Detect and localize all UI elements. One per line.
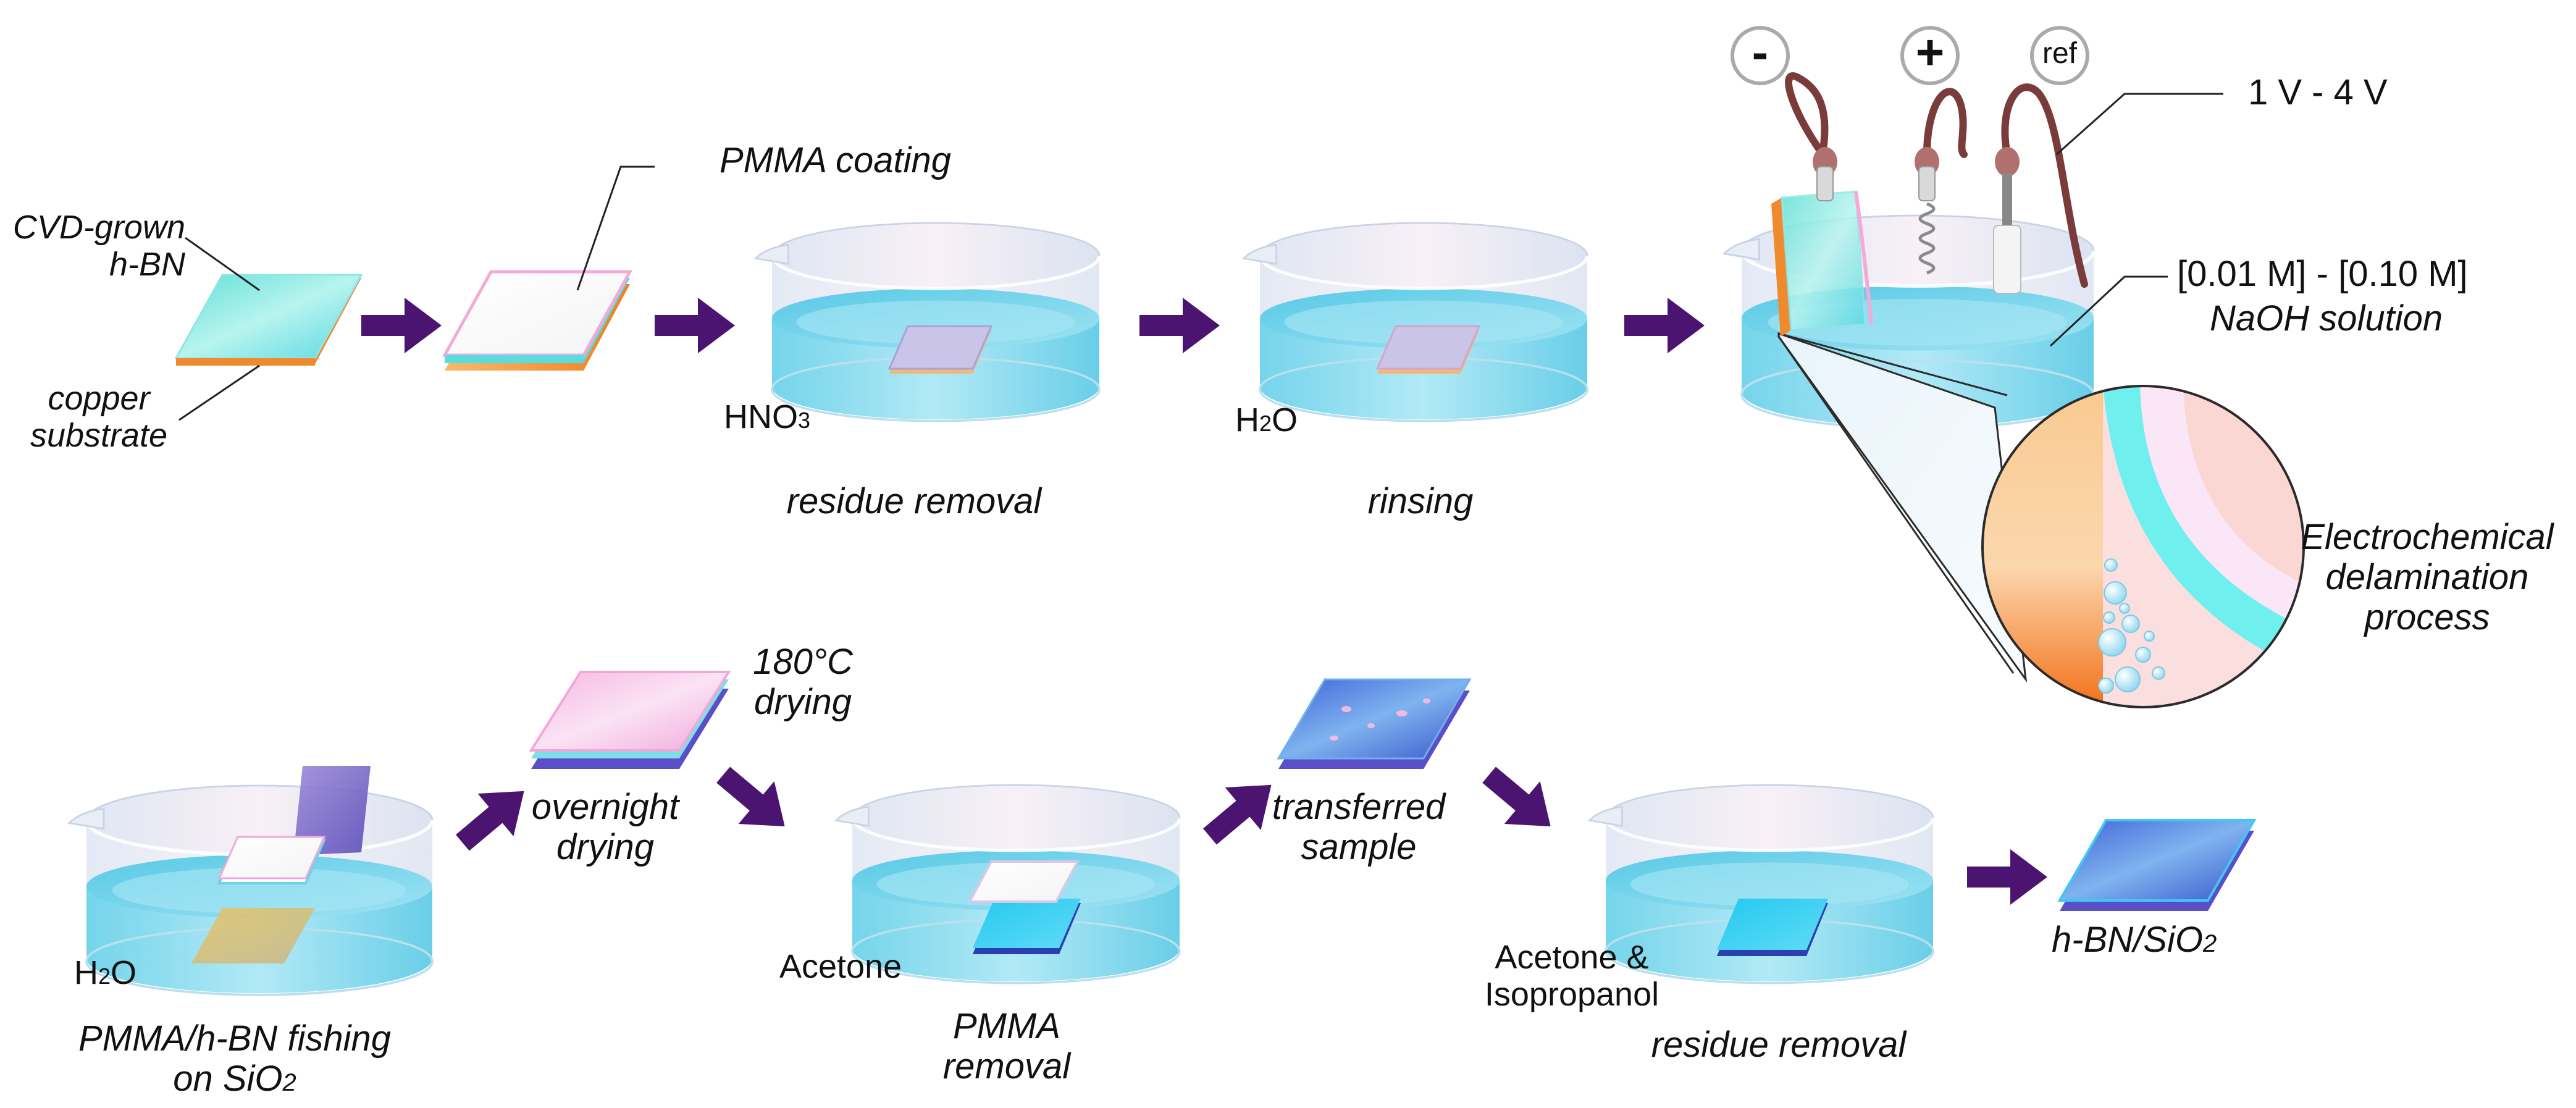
label-naoh: NaOH solution [2210,298,2443,338]
label-transferred-sample: transferred sample [1260,787,1458,868]
label-rinsing: rinsing [1367,481,1474,521]
label-overnight-drying: overnight drying [513,787,698,868]
final-text: h-BN/SiO [2052,920,2203,960]
acetone-iso-line2: Isopropanol [1484,976,1659,1014]
label-cvd-grown: CVD-grown h-BN [12,209,185,283]
label-pmma-coating: PMMA coating [720,140,951,180]
clip-minus [1813,147,1837,201]
label-acetone: Acetone [779,948,902,985]
fishing-line1: PMMA/h-BN fishing [78,1018,392,1059]
label-molarity: [0.01 M] - [0.10 M] [2177,254,2468,294]
sample-in-hno3 [887,325,993,374]
leader-copper [178,364,260,421]
label-minus: - [1752,25,1769,80]
arrow-2 [655,298,735,353]
label-acetone-isopropanol: Acetone & Isopropanol [1482,939,1661,1014]
sample-in-h2o [1375,325,1481,374]
label-voltage: 1 V - 4 V [2248,72,2388,112]
label-h2o-top: H2O [1235,401,1298,439]
fishing-subscript: 2 [282,1068,296,1096]
hno3-text: HNO [724,398,798,435]
leader-pmma [576,166,655,291]
fishing-samples [191,766,371,963]
wire-minus [1785,72,1829,161]
h2o-bot-o: O [111,954,137,991]
label-residue-removal-1: residue removal [786,481,1042,521]
pmma-removal-line2: removal [942,1046,1071,1086]
label-electrochemical: Electrochemical delamination process [2285,517,2569,638]
label-cvd-line1: CVD-grown [12,209,185,246]
sample-in-iso [1717,899,1828,956]
temp-line1: 180°C [753,642,853,682]
sample-transferred [1277,678,1472,769]
hno3-subscript: 3 [798,408,811,433]
h2o-bot-h: H [74,954,98,991]
label-h2o-bottom: H2O [74,954,136,991]
wire-ref [2001,83,2088,288]
zoom-detail [1981,385,2305,708]
sample-pmma-sio2 [529,671,731,769]
clip-ref [1993,147,2021,294]
transferred-line1: transferred [1272,787,1446,827]
label-pmma-removal: PMMA removal [914,1006,1099,1087]
label-hno3: HNO3 [724,398,810,435]
label-ref: ref [2042,37,2077,70]
h2o-top-h: H [1235,401,1259,439]
electro-line2: delamination [2325,556,2529,597]
clip-plus [1915,147,1939,275]
ref-terminal [2030,26,2089,85]
label-fishing: PMMA/h-BN fishing on SiO2 [62,1018,408,1099]
transferred-line2: sample [1301,826,1417,867]
label-copper-line2: substrate [30,417,168,455]
arrow-3 [1139,298,1220,353]
temp-line2: drying [754,681,852,722]
label-plus: + [1915,25,1945,80]
leader-cvd [185,237,260,292]
pmma-removal-line1: PMMA [953,1006,1060,1046]
h2o-bot-sub: 2 [98,963,111,989]
acetone-iso-line1: Acetone & [1495,939,1649,976]
wire-plus [1923,88,1968,158]
leader-voltage [2056,93,2223,156]
sample-pmma-coated [442,270,633,371]
arrow-1 [361,298,442,353]
arrow-6 [705,753,803,848]
final-subscript: 2 [2202,930,2217,957]
h2o-top-sub: 2 [1259,411,1272,436]
fishing-line2: on SiO [173,1058,283,1099]
arrow-9 [1967,849,2047,905]
electrode-sample [1771,190,1873,337]
beaker-h2o-rinse [1244,223,1588,421]
arrow-4 [1624,298,1705,353]
leader-naoh [2049,275,2168,347]
electro-line3: process [2364,597,2490,637]
label-copper-line1: copper [48,380,150,417]
h2o-top-o: O [1272,401,1298,439]
minus-terminal [1731,26,1790,85]
overnight-line2: drying [556,826,654,867]
plus-terminal [1900,26,1960,85]
label-copper-substrate: copper substrate [25,380,173,455]
label-residue-removal-2: residue removal [1651,1025,1907,1065]
beaker-hno3 [756,223,1100,421]
electro-line1: Electrochemical [2301,517,2554,557]
sample-hbn-copper [174,274,363,366]
label-cvd-line2: h-BN [109,246,185,283]
arrow-8 [1471,753,1569,848]
label-final-hbn-sio2: h-BN/SiO2 [2052,920,2217,960]
label-180c-drying: 180°C drying [741,642,865,723]
sample-in-acetone [967,860,1081,954]
zoom-cone [1777,332,2028,683]
overnight-line1: overnight [531,787,679,827]
sample-final [2057,819,2257,911]
